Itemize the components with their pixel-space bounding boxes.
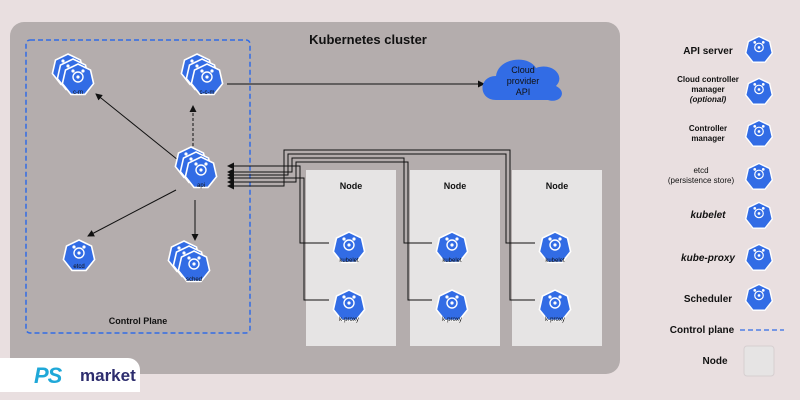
proxy-label: k-proxy	[339, 317, 359, 323]
api-to-etcd-arrow	[87, 189, 177, 237]
node1-proxy-link	[227, 174, 329, 301]
kubelet-label: kubelet	[545, 258, 565, 264]
node2-proxy-link	[227, 161, 432, 301]
legend-ccm-optional: (optional)	[689, 95, 727, 104]
cm-label: c-m	[73, 90, 83, 96]
node3-proxy-link	[227, 149, 535, 301]
node-title: Node	[546, 181, 569, 191]
legend-ccm-line: manager	[691, 85, 725, 94]
legend-etcd-line: (persistence store)	[667, 176, 735, 185]
kube-proxy-icon: k-proxy	[332, 289, 366, 323]
legend-ccm: Cloud controller manager (optional)	[668, 75, 748, 105]
controller-manager-icon: c-m	[51, 53, 95, 96]
legend-node-swatch	[743, 345, 775, 377]
watermark-logo	[0, 358, 140, 392]
legend-api-server: API server	[683, 46, 733, 57]
etcd-icon: etcd	[62, 239, 96, 272]
kube-proxy-icon: k-proxy	[435, 289, 469, 323]
sched-label: sched	[186, 277, 202, 283]
legend-ccm-line: Cloud controller	[677, 75, 739, 84]
cluster-title: Kubernetes cluster	[309, 32, 427, 47]
legend-etcd: etcd (persistence store)	[654, 166, 748, 186]
watermark-suffix: market	[80, 366, 136, 385]
legend-node: Node	[702, 356, 728, 367]
legend	[740, 35, 784, 377]
cloud-label-line: provider	[507, 76, 540, 86]
legend-control-plane: Control plane	[669, 325, 735, 336]
cloud-label-line: API	[516, 87, 531, 97]
legend-cm-line: Controller	[688, 124, 728, 133]
kubelet-icon: kubelet	[538, 231, 572, 264]
proxy-label: k-proxy	[442, 317, 462, 323]
legend-etcd-line: etcd	[693, 166, 709, 175]
kubelet-icon: kubelet	[435, 231, 469, 264]
kube-proxy-icon: k-proxy	[538, 289, 572, 323]
legend-kube-proxy: kube-proxy	[681, 253, 735, 264]
node3-kubelet-link	[227, 153, 535, 244]
etcd-label: etcd	[73, 264, 84, 270]
legend-cm-line: manager	[691, 134, 725, 143]
watermark-brand: PS	[34, 363, 62, 388]
kubelet-label: kubelet	[442, 258, 462, 264]
api-label: api	[197, 183, 205, 189]
proxy-label: k-proxy	[545, 317, 565, 323]
ccm-label: c-c-m	[200, 90, 215, 96]
node-title: Node	[340, 181, 363, 191]
node1-kubelet-link	[227, 162, 329, 244]
kubelet-icon: kubelet	[332, 231, 366, 264]
api-to-cm-arrow	[95, 93, 179, 161]
scheduler-icon: sched	[167, 240, 211, 283]
legend-kubelet: kubelet	[690, 210, 726, 221]
cloud-label-line: Cloud	[511, 65, 535, 75]
node2-kubelet-link	[227, 157, 432, 244]
legend-scheduler: Scheduler	[683, 294, 733, 305]
control-plane-label: Control Plane	[109, 316, 168, 326]
kubelet-label: kubelet	[339, 258, 359, 264]
cloud-controller-manager-icon: c-c-m	[180, 53, 224, 96]
cloud-provider-api: Cloud provider API	[482, 59, 562, 101]
node-title: Node	[444, 181, 467, 191]
legend-cm: Controller manager	[668, 124, 748, 144]
api-server-icon: api	[174, 146, 218, 189]
